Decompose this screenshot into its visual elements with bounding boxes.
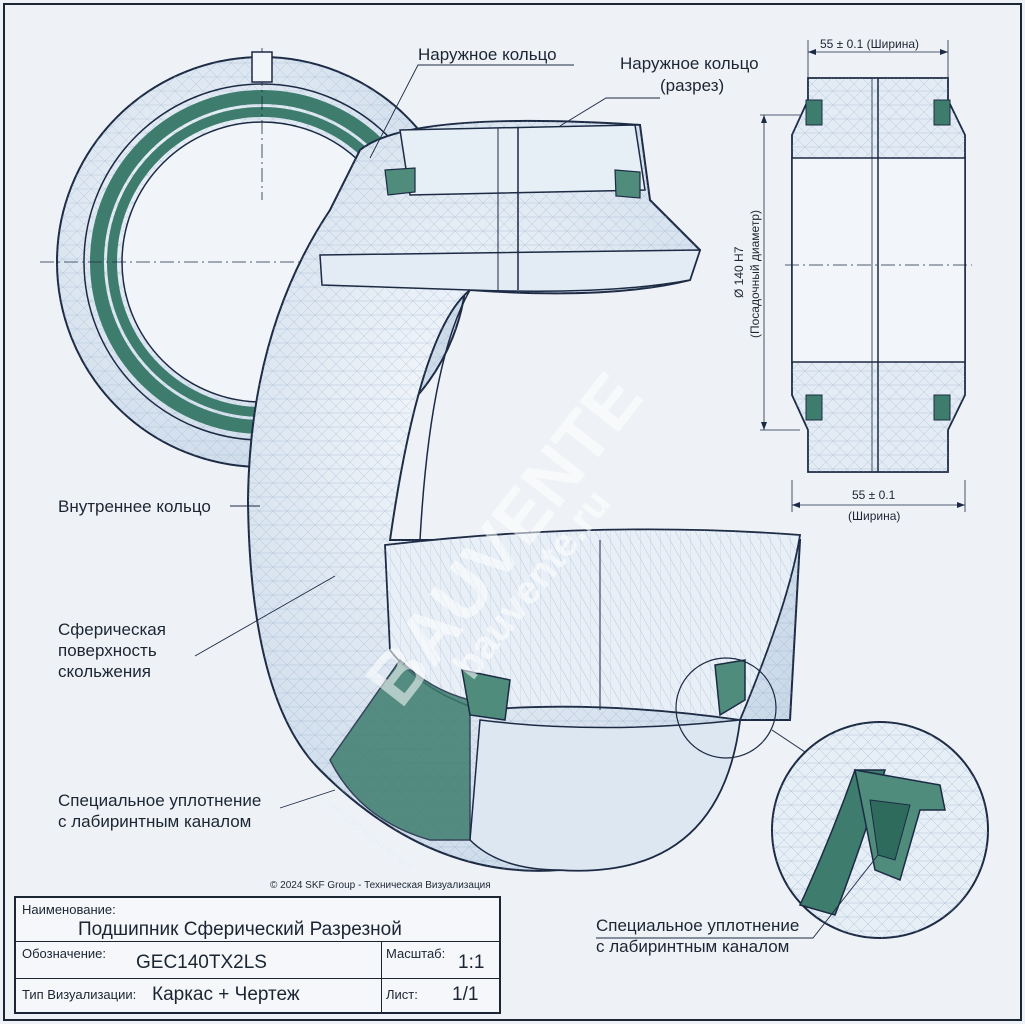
main-bearing-body (246, 119, 806, 872)
viz-type-label: Тип Визуализации: (22, 987, 137, 1002)
label-spherical-1: Сферическая (58, 620, 166, 639)
designation-label: Обозначение: (22, 946, 107, 961)
dim-bore-1: Ø 140 H7 (732, 246, 746, 298)
label-detail-seal-2: с лабиринтным каналом (596, 937, 790, 956)
label-spherical-2: поверхность (58, 641, 157, 660)
sheet-border (3, 3, 1022, 1021)
label-outer-ring: Наружное кольцо (418, 45, 557, 64)
section-drawing (760, 40, 972, 512)
dim-bottom-width-2: (Ширина) (848, 509, 901, 523)
copyright-note: © 2024 SKF Group - Техническая Визуализа… (270, 880, 491, 891)
name-label: Наименование: (22, 902, 116, 917)
name-value: Подшипник Сферический Разрезной (78, 919, 402, 940)
label-outer-ring-cut-1: Наружное кольцо (620, 54, 759, 73)
scale-value: 1:1 (458, 952, 485, 973)
designation-cell: Обозначение: GEC140TX2LS (16, 942, 382, 979)
title-block: Наименование: Подшипник Сферический Разр… (14, 896, 501, 1014)
leader-lines (194, 64, 879, 939)
designation-value: GEC140TX2LS (136, 952, 267, 973)
scale-cell: Масштаб: 1:1 (382, 942, 499, 979)
title-block-name-row: Наименование: Подшипник Сферический Разр… (16, 898, 499, 942)
label-detail-seal-1: Специальное уплотнение (596, 916, 800, 935)
dim-top-width: 55 ± 0.1 (Ширина) (820, 37, 919, 51)
label-outer-ring-cut-2: (разрез) (660, 76, 725, 95)
sheet-cell: Лист: 1/1 (382, 979, 499, 1012)
sheet-label: Лист: (386, 987, 418, 1002)
viz-type-value: Каркас + Чертеж (152, 984, 300, 1005)
seal-detail-view (771, 721, 989, 939)
label-seal-1: Специальное уплотнение (58, 791, 262, 810)
sheet-value: 1/1 (452, 984, 479, 1005)
scale-label: Масштаб: (386, 946, 446, 961)
viz-type-cell: Тип Визуализации: Каркас + Чертеж (16, 979, 382, 1012)
label-spherical-3: скольжения (58, 662, 151, 681)
dim-bottom-width-1: 55 ± 0.1 (852, 488, 896, 502)
label-inner-ring: Внутреннее кольцо (58, 497, 211, 516)
dim-bore-2: (Посадочный диаметр) (748, 210, 762, 338)
label-seal-2: с лабиринтным каналом (58, 812, 252, 831)
